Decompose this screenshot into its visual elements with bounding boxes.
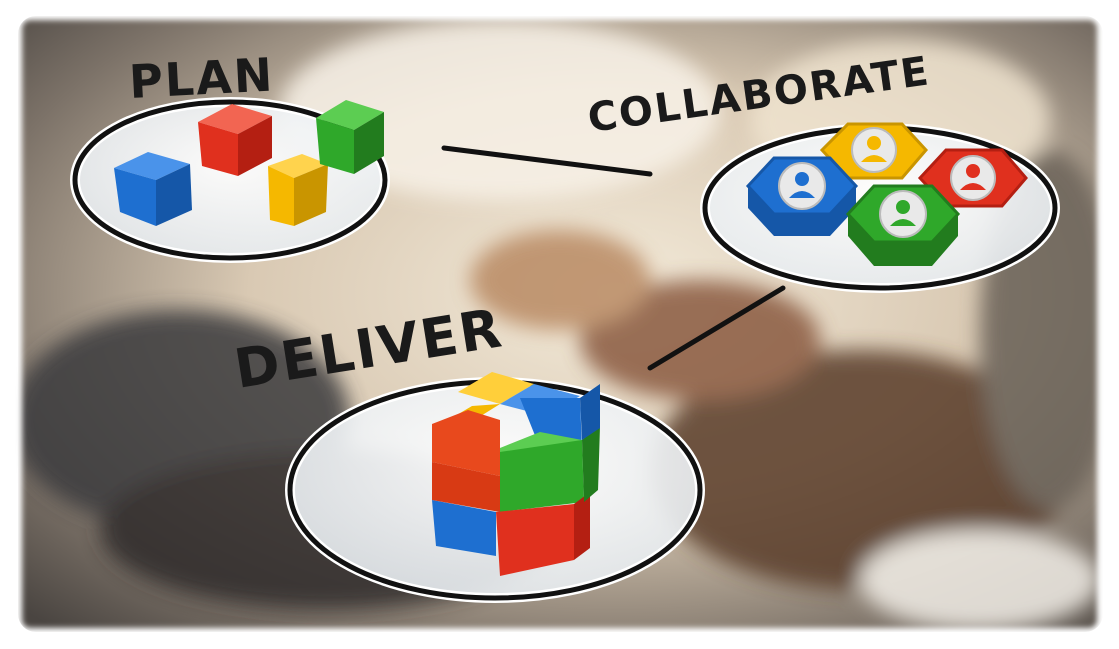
yellow-cube-icon xyxy=(268,154,328,226)
blue-cube-icon xyxy=(114,152,192,226)
person-icon-green xyxy=(845,184,961,266)
connector-line xyxy=(441,145,653,177)
assembled-cube-icon xyxy=(432,372,600,576)
person-icon-blue xyxy=(745,156,859,236)
plan-group: PLAN xyxy=(70,47,390,263)
green-cube-icon xyxy=(316,100,384,174)
red-cube-icon xyxy=(198,104,272,176)
connector-line xyxy=(647,285,786,371)
person-icon-red xyxy=(917,148,1028,208)
